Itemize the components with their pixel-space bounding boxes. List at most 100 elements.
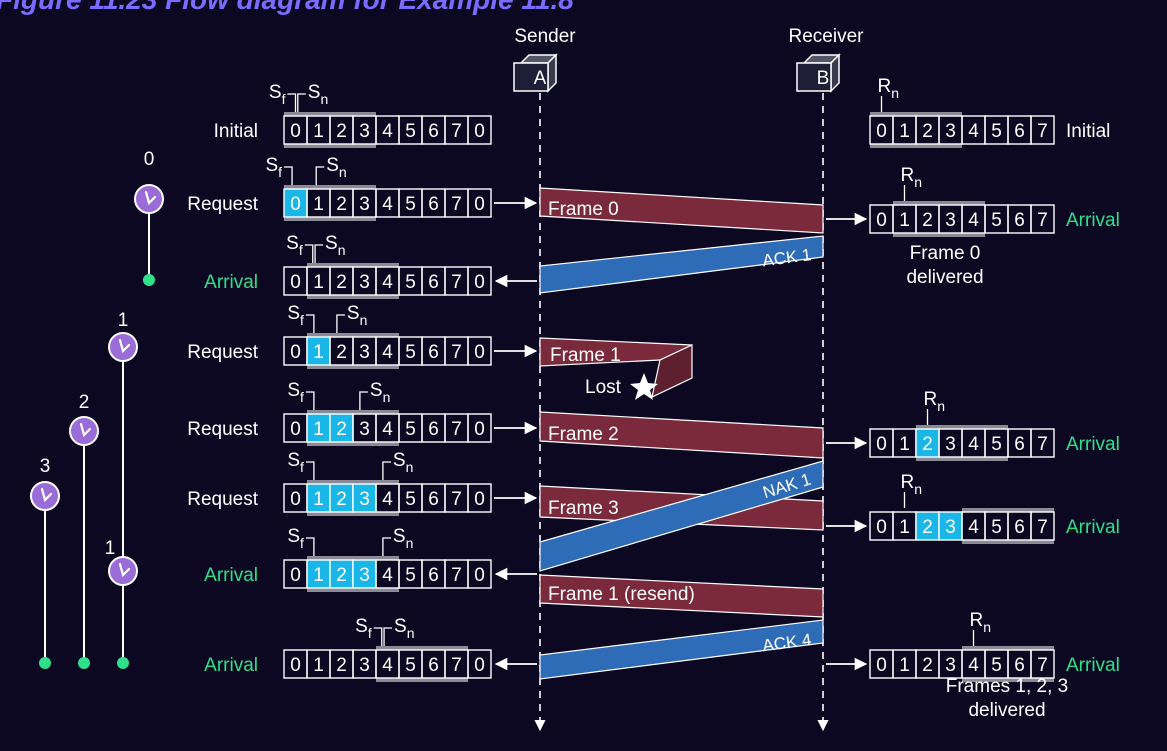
sf-letter: S — [287, 380, 300, 401]
sequence-number: 6 — [428, 121, 439, 142]
window-top-bar — [307, 556, 399, 560]
sequence-number: 0 — [290, 419, 301, 440]
sequence-number: 3 — [945, 210, 956, 231]
window-bottom-bar — [284, 144, 376, 148]
sequence-number: 5 — [405, 342, 416, 363]
frame-3-label: Frame 3 — [548, 498, 619, 519]
window-top-bar — [284, 185, 376, 189]
sequence-number: 6 — [1014, 210, 1025, 231]
delivered-note: delivered — [968, 700, 1045, 721]
frame-1-resend-message: Frame 1 (resend) — [539, 574, 824, 618]
sn-pointer-line — [383, 627, 393, 646]
receiver-event-label: Arrival — [1066, 210, 1120, 231]
sequence-cell — [1030, 115, 1055, 145]
window-bottom-bar — [307, 442, 399, 446]
sequence-number: 2 — [922, 517, 933, 538]
timer-label: 3 — [40, 456, 51, 477]
sequence-number: 1 — [313, 121, 324, 142]
timer-label: 2 — [79, 392, 90, 413]
sequence-number: 7 — [451, 655, 462, 676]
sequence-number: 5 — [991, 434, 1002, 455]
sequence-number: 2 — [336, 194, 347, 215]
sequence-cell — [467, 188, 492, 218]
sequence-number: 4 — [968, 210, 979, 231]
rn-letter: R — [901, 165, 915, 186]
timer: 1 — [105, 538, 138, 586]
delivered-note: Frames 1, 2, 3 — [946, 676, 1069, 697]
sequence-number: 7 — [451, 489, 462, 510]
sequence-number: 5 — [991, 517, 1002, 538]
sequence-number: 2 — [922, 434, 933, 455]
window-top-bar — [307, 410, 399, 414]
frame-1-resend-label: Frame 1 (resend) — [548, 584, 695, 605]
sf-letter: S — [269, 82, 282, 103]
sn-letter: S — [347, 303, 360, 324]
sequence-number: 5 — [405, 489, 416, 510]
sequence-number: 7 — [1037, 655, 1048, 676]
sequence-number: 0 — [474, 489, 485, 510]
sequence-number: 1 — [313, 489, 324, 510]
sequence-number: 2 — [922, 655, 933, 676]
sf-letter: S — [286, 233, 299, 254]
sequence-number: 0 — [474, 121, 485, 142]
window-top-bar — [376, 646, 468, 650]
sequence-number: 6 — [1014, 517, 1025, 538]
sequence-number: 3 — [359, 419, 370, 440]
rn-pointer-label: Rn — [970, 610, 992, 635]
rn-pointer-label: Rn — [901, 165, 923, 190]
sf-subscript: f — [368, 625, 372, 641]
sequence-number: 0 — [876, 121, 887, 142]
sequence-number: 6 — [428, 489, 439, 510]
sn-letter: S — [393, 450, 406, 471]
sequence-number: 0 — [876, 517, 887, 538]
sn-subscript: n — [339, 164, 347, 180]
sequence-number: 4 — [382, 272, 393, 293]
timer-end-dot — [78, 657, 90, 669]
timer-end-dot — [117, 657, 129, 669]
sf-pointer-label: Sf — [287, 303, 304, 328]
sequence-number: 3 — [359, 121, 370, 142]
sequence-number: 0 — [290, 272, 301, 293]
sender-event-label: Request — [187, 489, 258, 510]
sequence-number: 4 — [382, 342, 393, 363]
sequence-number: 4 — [382, 565, 393, 586]
sequence-number: 3 — [945, 434, 956, 455]
sf-subscript: f — [300, 459, 304, 475]
sequence-number: 7 — [451, 194, 462, 215]
sequence-number: 6 — [1014, 655, 1025, 676]
sender-box-label: A — [534, 68, 547, 89]
sequence-number: 7 — [1037, 210, 1048, 231]
rn-letter: R — [878, 76, 892, 97]
sn-pointer-label: Sn — [347, 303, 367, 328]
sn-subscript: n — [407, 625, 415, 641]
sequence-number: 7 — [451, 419, 462, 440]
receiver-box-label: B — [817, 68, 830, 89]
sf-pointer-label: Sf — [287, 450, 304, 475]
frame-2-message: Frame 2 — [539, 411, 824, 459]
sequence-cell — [1030, 204, 1055, 234]
sequence-number: 6 — [428, 194, 439, 215]
timer: 1 — [108, 310, 138, 669]
sequence-number: 5 — [405, 565, 416, 586]
sf-pointer-line — [304, 244, 314, 263]
sequence-number: 0 — [290, 194, 301, 215]
sender-event-label: Initial — [214, 121, 258, 142]
sn-subscript: n — [406, 459, 414, 475]
sequence-number: 0 — [876, 655, 887, 676]
sequence-number: 0 — [290, 655, 301, 676]
clock-hands-icon — [118, 562, 131, 578]
sequence-number: 5 — [405, 194, 416, 215]
window-bottom-bar — [307, 588, 399, 592]
window-top-bar — [962, 508, 1054, 512]
timer-end-dot — [39, 657, 51, 669]
timer-label: 1 — [105, 538, 116, 559]
